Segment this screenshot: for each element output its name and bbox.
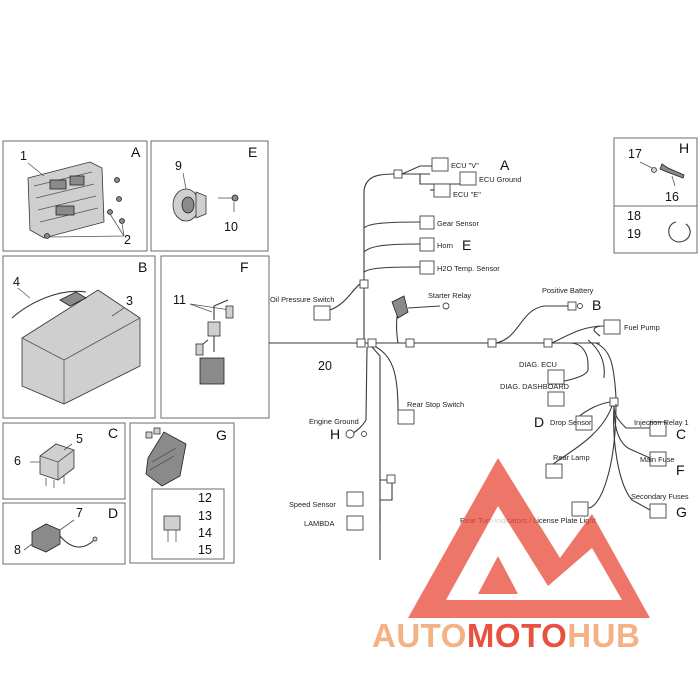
label-fuel-pump: Fuel Pump bbox=[624, 323, 660, 332]
connector-boxes bbox=[313, 157, 667, 531]
panel-g-num-14: 14 bbox=[198, 526, 212, 540]
label-engine-ground: Engine Ground bbox=[309, 417, 359, 426]
panel-f: F 11 bbox=[160, 255, 270, 419]
label-ecu-e: ECU "E" bbox=[453, 190, 481, 199]
label-oil-pressure: Oil Pressure Switch bbox=[270, 295, 334, 304]
fuse-holder-drawing bbox=[189, 299, 234, 385]
label-starter-relay: Starter Relay bbox=[428, 291, 471, 300]
label-positive-battery: Positive Battery bbox=[542, 286, 594, 295]
screws-drawing bbox=[44, 177, 125, 239]
label-letter-c: C bbox=[676, 426, 686, 442]
panel-e-letter: E bbox=[248, 144, 257, 160]
wiring-harness bbox=[269, 165, 651, 560]
panel-d: D 7 8 bbox=[2, 502, 126, 565]
panel-h-letter: H bbox=[679, 140, 689, 156]
label-gear-sensor: Gear Sensor bbox=[437, 219, 479, 228]
panel-g-letter: G bbox=[216, 427, 227, 443]
label-rear-stop: Rear Stop Switch bbox=[407, 400, 464, 409]
relay-drawing bbox=[30, 443, 75, 488]
bolt-drawing bbox=[639, 161, 685, 187]
label-speed-sensor: Speed Sensor bbox=[289, 500, 336, 509]
panel-g: G 12 13 14 15 bbox=[129, 422, 235, 564]
panel-h-num-18: 18 bbox=[627, 209, 641, 223]
watermark-text-moto: MOTO bbox=[467, 617, 567, 654]
panel-e-num-9: 9 bbox=[175, 159, 182, 173]
panel-c-num-5: 5 bbox=[76, 432, 83, 446]
panel-e-num-10: 10 bbox=[224, 220, 238, 234]
panel-h: H 17 16 18 19 bbox=[613, 137, 698, 254]
label-secondary-fuses: Secondary Fuses bbox=[631, 492, 689, 501]
panel-d-num-8: 8 bbox=[14, 543, 21, 557]
blade-fuse-drawing bbox=[163, 515, 181, 542]
panel-a-letter: A bbox=[131, 144, 141, 160]
battery-drawing bbox=[11, 287, 141, 405]
fuse-box-drawing bbox=[145, 427, 187, 487]
label-h2o-sensor: H2O Temp. Sensor bbox=[437, 264, 500, 273]
panel-h-num-16: 16 bbox=[665, 190, 679, 204]
watermark-triangle-core bbox=[478, 556, 518, 594]
panel-h-num-17: 17 bbox=[628, 147, 642, 161]
label-letter-e: E bbox=[462, 237, 471, 253]
panel-a-num-1: 1 bbox=[20, 149, 27, 163]
panel-c: C 5 6 bbox=[2, 422, 126, 500]
label-harness-num: 20 bbox=[318, 359, 332, 373]
label-letter-f: F bbox=[676, 462, 685, 478]
label-letter-h: H bbox=[330, 426, 340, 442]
panel-a: A 1 2 bbox=[2, 140, 148, 252]
panel-h-num-19: 19 bbox=[627, 227, 641, 241]
watermark-logo bbox=[408, 458, 650, 618]
label-main-fuse: Main Fuse bbox=[640, 455, 675, 464]
panel-b-num-4: 4 bbox=[13, 275, 20, 289]
panel-g-num-15: 15 bbox=[198, 543, 212, 557]
panel-b-letter: B bbox=[138, 259, 147, 275]
horn-drawing bbox=[172, 172, 239, 222]
label-ecu-v: ECU "V" bbox=[451, 161, 479, 170]
label-diag-dashboard: DIAG. DASHBOARD bbox=[500, 382, 569, 391]
label-horn: Horn bbox=[437, 241, 453, 250]
label-letter-g: G bbox=[676, 504, 687, 520]
panel-c-letter: C bbox=[108, 425, 118, 441]
engine-ground-terminal bbox=[345, 429, 355, 439]
ecu-unit-drawing bbox=[27, 161, 105, 239]
label-drop-sensor: Drop Sensor bbox=[550, 418, 592, 427]
label-letter-d: D bbox=[534, 414, 544, 430]
drop-sensor-drawing bbox=[23, 519, 98, 553]
panel-e: E 9 10 bbox=[150, 140, 269, 252]
panel-g-num-13: 13 bbox=[198, 509, 212, 523]
panel-a-num-2: 2 bbox=[124, 233, 131, 247]
watermark-text-hub: HUB bbox=[567, 617, 640, 654]
watermark-text: AUTOMOTOHUB bbox=[372, 617, 640, 654]
label-lambda: LAMBDA bbox=[304, 519, 334, 528]
panel-d-num-7: 7 bbox=[76, 506, 83, 520]
label-injection-relay: Injection Relay 1 bbox=[634, 418, 689, 427]
panel-f-num-11: 11 bbox=[173, 293, 186, 307]
clip-drawing bbox=[668, 221, 691, 243]
panel-c-num-6: 6 bbox=[14, 454, 21, 468]
label-rear-lamp: Rear Lamp bbox=[553, 453, 590, 462]
panel-b-num-3: 3 bbox=[126, 294, 133, 308]
panel-g-num-12: 12 bbox=[198, 491, 212, 505]
watermark-text-auto: AUTO bbox=[372, 617, 467, 654]
label-ecu-ground: ECU Ground bbox=[479, 175, 521, 184]
panel-d-letter: D bbox=[108, 505, 118, 521]
label-diag-ecu: DIAG. ECU bbox=[519, 360, 557, 369]
label-letter-a: A bbox=[500, 157, 510, 173]
label-letter-b: B bbox=[592, 297, 601, 313]
panel-b: B 4 3 bbox=[2, 255, 156, 419]
panel-f-letter: F bbox=[240, 259, 249, 275]
